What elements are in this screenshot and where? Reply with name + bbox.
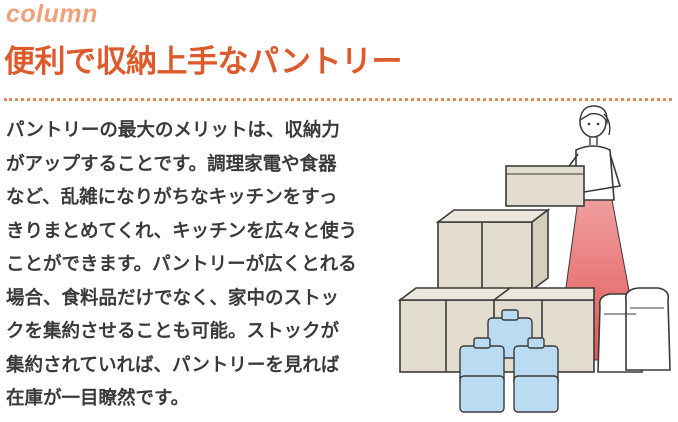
box-stack [397,208,595,373]
pantry-illustration [390,100,676,418]
headline: 便利で収納上手なパントリー [4,44,403,80]
body-line: クを集約させることも可能。ストックが [6,321,340,342]
body-line: 在庫が一目瞭然です。 [6,388,190,409]
body-line: など、乱雑になりがちなキッチンをすっ [6,187,338,208]
body-line: がアップすることです。調理家電や食器 [6,153,337,175]
body-line: 場合、食料品だけでなく、家中のストッ [6,287,340,309]
sacks [597,287,671,373]
article-body: パントリーの最大のメリットは、収納力 がアップすることです。調理家電や食器 など… [6,114,378,416]
body-line: きりまとめてくれ、キッチンを広々と使う [6,220,358,242]
body-line: 集約されていれば、パントリーを見れば [6,354,340,376]
water-bottles [459,309,559,413]
carried-box [505,165,585,207]
pantry-illustration-svg [397,105,671,413]
woman-figure [560,105,622,201]
body-line: ことができます。パントリーが広くとれる [6,254,357,275]
dotted-divider [4,98,672,101]
body-line: パントリーの最大のメリットは、収納力 [6,120,340,141]
column-label: column [6,0,98,28]
